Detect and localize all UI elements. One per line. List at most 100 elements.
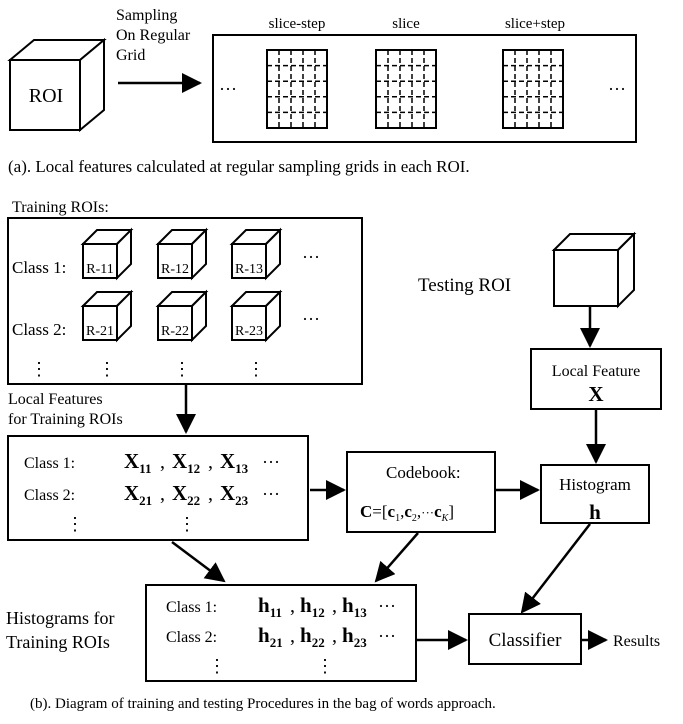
feature-x13: X	[220, 449, 235, 473]
svg-text:X21: X21	[124, 481, 152, 508]
sampling-line-2: On Regular	[116, 27, 191, 44]
features-row2: X21 , X22 , X23 ···	[124, 481, 280, 508]
roi-label: ROI	[29, 85, 63, 107]
svg-text:,: ,	[208, 451, 213, 473]
hist-vdots-1: ⋮	[208, 656, 226, 676]
hist-h11-sub: 11	[270, 605, 282, 620]
hist-h21: h	[258, 623, 270, 647]
svg-text:h21: h21	[258, 623, 283, 650]
arrow-features-to-histograms	[171, 541, 226, 583]
slice-step-label: slice-step	[269, 16, 326, 32]
sampling-line-3: Grid	[116, 47, 145, 64]
hist-h13-sub: 13	[354, 605, 368, 620]
svg-text:h11: h11	[258, 593, 282, 620]
panel-a: ROI Sampling On Regular Grid ··· ··· sli…	[7, 7, 637, 176]
feature-x12: X	[172, 449, 187, 473]
slices-ellipsis-left: ···	[219, 79, 237, 99]
grid-slice	[375, 49, 437, 129]
roi-cube-r22: R-22	[157, 291, 207, 341]
svg-text:X12: X12	[172, 449, 200, 476]
hist-row1: h11 , h12 , h13 ···	[258, 593, 396, 620]
svg-text:X23: X23	[220, 481, 249, 508]
panel-b: Training ROIs: Class 1: Class 2: R-11 R-…	[6, 199, 662, 712]
hist-h22: h	[300, 623, 312, 647]
svg-text:X11: X11	[124, 449, 151, 476]
hist-h23: h	[342, 623, 354, 647]
roi-r12-label: R-12	[161, 262, 189, 277]
histogram-label: Histogram	[559, 475, 631, 494]
classifier-box	[468, 613, 582, 665]
hist-class1-label: Class 1:	[166, 599, 217, 616]
svg-text:,: ,	[332, 625, 337, 647]
training-class2-label: Class 2:	[12, 320, 66, 339]
roi-r11-label: R-11	[86, 262, 113, 277]
training-vdots-2: ⋮	[98, 359, 116, 379]
features-class2-label: Class 2:	[24, 487, 75, 504]
codebook-title: Codebook:	[386, 463, 461, 482]
hist-h23-sub: 23	[354, 635, 368, 650]
features-class1-label: Class 1:	[24, 455, 75, 472]
training-rois-title: Training ROIs:	[12, 199, 109, 216]
features-row1: X11 , X12 , X13 ···	[124, 449, 280, 476]
roi-r23-label: R-23	[235, 324, 263, 339]
roi-cube: ROI	[7, 37, 107, 133]
feature-x22: X	[172, 481, 187, 505]
svg-text:,: ,	[160, 483, 165, 505]
feature-x21-sub: 21	[139, 493, 152, 508]
features-vdots-2: ⋮	[178, 514, 196, 534]
hist-class2-label: Class 2:	[166, 629, 217, 646]
classifier-label: Classifier	[489, 630, 562, 651]
hist-row2-hdots: ···	[378, 626, 396, 646]
features-vdots-1: ⋮	[66, 514, 84, 534]
svg-text:h23: h23	[342, 623, 367, 650]
feature-x22-sub: 22	[187, 493, 200, 508]
svg-text:,: ,	[290, 625, 295, 647]
histograms-title-1: Histograms for	[6, 608, 114, 628]
hist-h13: h	[342, 593, 354, 617]
local-feature-var: X	[588, 382, 603, 406]
svg-text:,: ,	[290, 595, 295, 617]
hist-h12-sub: 12	[312, 605, 325, 620]
roi-cube-r11: R-11	[82, 229, 132, 279]
feature-x11: X	[124, 449, 139, 473]
slice-plus-step-label: slice+step	[505, 16, 565, 32]
local-features-title-2: for Training ROIs	[8, 411, 123, 428]
svg-text:X22: X22	[172, 481, 200, 508]
training-features-box	[7, 435, 309, 541]
arrow-histogram-to-classifier	[520, 523, 591, 614]
training-histograms-box	[145, 584, 417, 682]
slice-label: slice	[392, 16, 420, 32]
training-class1-label: Class 1:	[12, 258, 66, 277]
svg-text:h22: h22	[300, 623, 325, 650]
features-row2-hdots: ···	[262, 484, 280, 504]
training-vdots-1: ⋮	[30, 359, 48, 379]
hist-h11: h	[258, 593, 270, 617]
testing-roi-label: Testing ROI	[418, 275, 511, 296]
svg-text:,: ,	[160, 451, 165, 473]
codebook-box	[346, 451, 496, 533]
roi-cube-r12: R-12	[157, 229, 207, 279]
roi-r13-label: R-13	[235, 262, 263, 277]
sampling-line-1: Sampling	[116, 7, 177, 24]
features-row1-hdots: ···	[262, 452, 280, 472]
feature-x12-sub: 12	[187, 461, 200, 476]
histogram-var: h	[589, 500, 601, 524]
feature-x21: X	[124, 481, 139, 505]
caption-b: (b). Diagram of training and testing Pro…	[30, 696, 496, 712]
hist-h12: h	[300, 593, 312, 617]
svg-text:,: ,	[208, 483, 213, 505]
svg-text:X13: X13	[220, 449, 249, 476]
codebook-formula: C=[c1,c2,···cK]	[360, 502, 454, 524]
local-feature-label: Local Feature	[552, 363, 640, 380]
hist-vdots-2: ⋮	[316, 656, 334, 676]
results-label: Results	[613, 633, 660, 650]
histograms-title-2: Training ROIs	[6, 632, 110, 652]
histogram-box	[540, 464, 650, 524]
hist-h22-sub: 22	[312, 635, 325, 650]
roi-r22-label: R-22	[161, 324, 189, 339]
grid-slice-plus-step	[502, 49, 564, 129]
roi-cube-r23: R-23	[231, 291, 281, 341]
slices-ellipsis-right: ···	[608, 79, 626, 99]
roi-cube-r21: R-21	[82, 291, 132, 341]
arrow-codebook-to-histograms	[374, 532, 419, 583]
